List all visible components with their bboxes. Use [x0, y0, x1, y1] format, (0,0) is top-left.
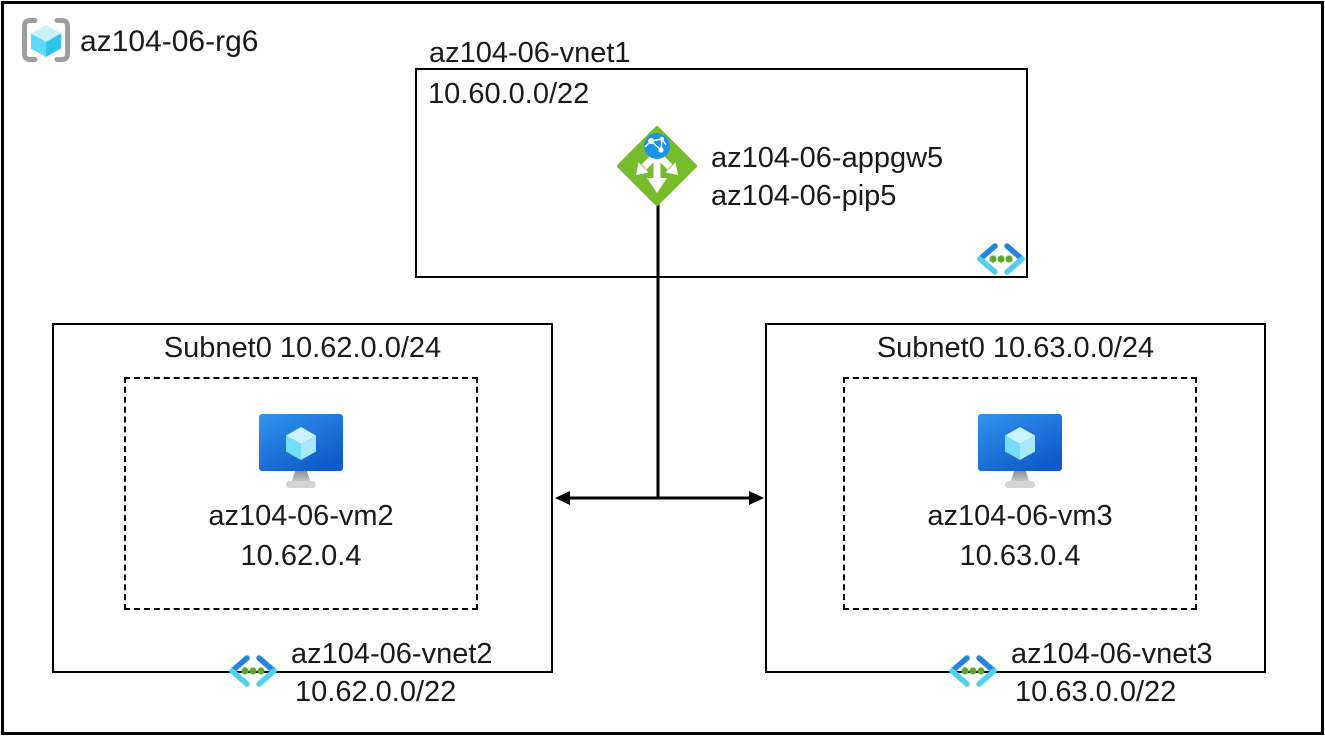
vm2-virtual-machine-icon — [259, 414, 343, 490]
vnet2-subnet-dashed-box — [124, 377, 478, 610]
vnet2-title-label: az104-06-vnet2 — [291, 638, 493, 670]
application-gateway-icon — [617, 126, 697, 206]
vnet2-cidr-label: 10.62.0.0/22 — [295, 676, 457, 708]
vm2-ip-label: 10.62.0.4 — [240, 540, 362, 572]
appgw-pip-label: az104-06-pip5 — [711, 180, 897, 212]
vnet3-virtual-network-icon — [947, 654, 999, 688]
vnet2-subnet-label: Subnet0 10.62.0.0/24 — [163, 332, 442, 364]
vnet1-virtual-network-icon — [975, 242, 1027, 276]
vnet3-subnet-dashed-box — [843, 377, 1197, 610]
vnet1-title: az104-06-vnet1 — [429, 37, 631, 69]
vm2-name-label: az104-06-vm2 — [208, 500, 394, 532]
vnet1-cidr: 10.60.0.0/22 — [428, 78, 590, 110]
vnet1-box — [415, 68, 1028, 278]
vm3-name-label: az104-06-vm3 — [927, 500, 1113, 532]
vnet3-subnet-label: Subnet0 10.63.0.0/24 — [876, 332, 1155, 364]
vnet3-box — [765, 323, 1266, 673]
vm3-ip-label: 10.63.0.4 — [959, 540, 1081, 572]
vm3-virtual-machine-icon — [978, 414, 1062, 490]
vnet2-box — [52, 323, 553, 673]
resource-group-label: az104-06-rg6 — [80, 25, 259, 58]
resource-group-icon — [20, 17, 72, 63]
vnet2-virtual-network-icon — [227, 654, 279, 688]
vnet3-title-label: az104-06-vnet3 — [1011, 638, 1213, 670]
vnet3-cidr-label: 10.63.0.0/22 — [1015, 676, 1177, 708]
appgw-name-label: az104-06-appgw5 — [711, 142, 944, 174]
